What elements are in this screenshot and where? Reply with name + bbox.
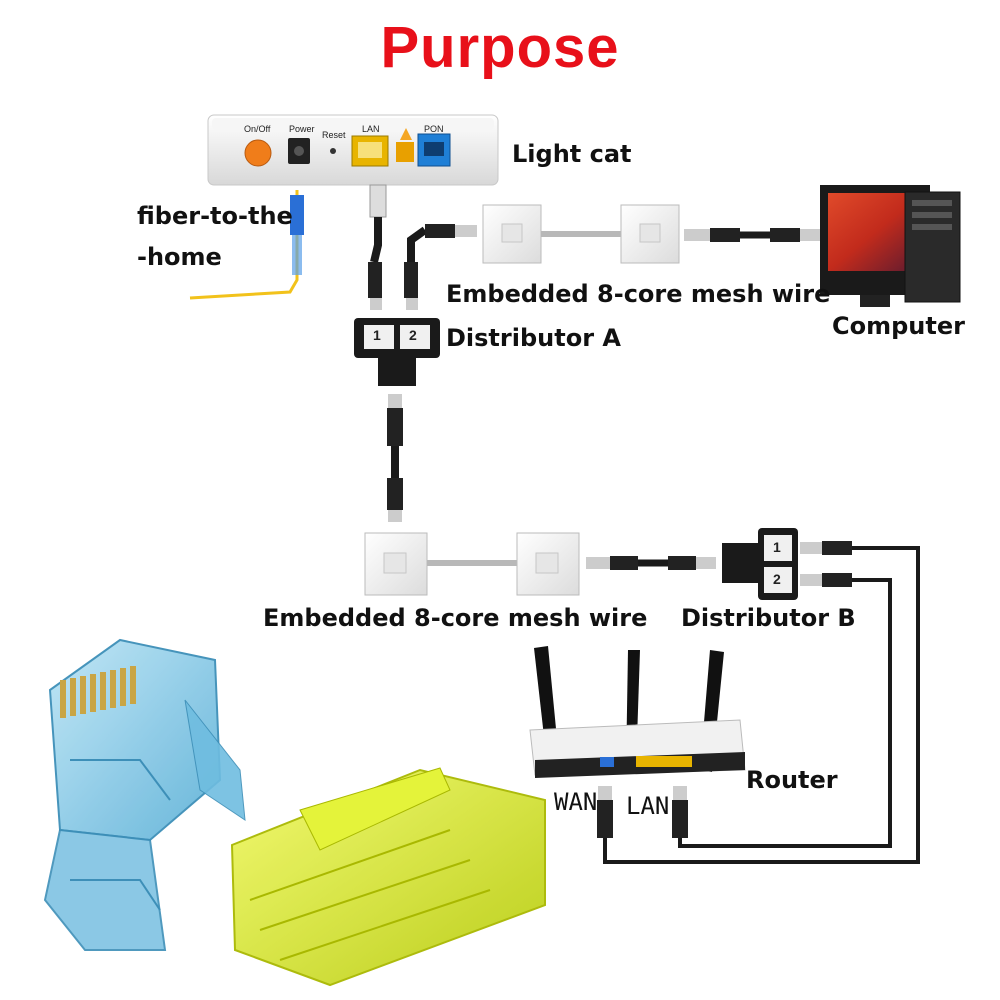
fiber-label-line1: fiber-to-the	[137, 202, 293, 230]
mesh-wire-bottom-label: Embedded 8-core mesh wire	[263, 604, 648, 632]
cable-distributor-a-to-plate	[404, 224, 477, 310]
distributor-a-port-1: 1	[373, 327, 381, 343]
router-label: Router	[746, 766, 838, 794]
pon-port-label: PON	[424, 124, 444, 134]
router-wan-label: WAN	[554, 788, 598, 816]
router	[529, 646, 746, 778]
cable-lightcat-to-distributor-a	[368, 184, 387, 310]
page-title: Purpose	[380, 15, 620, 80]
power-label: Power	[289, 124, 315, 134]
cable-plate-to-computer	[684, 228, 822, 242]
distributor-a-port-2: 2	[409, 327, 417, 343]
mesh-wire-bottom	[364, 532, 580, 596]
reset-label: Reset	[322, 130, 346, 140]
mesh-wire-top-label: Embedded 8-core mesh wire	[446, 280, 831, 308]
mesh-wire-top	[482, 204, 680, 264]
distributor-b	[722, 528, 798, 600]
light-cat-label: Light cat	[512, 140, 632, 168]
distributor-a	[354, 318, 440, 386]
rj45-connector-yellow	[230, 767, 546, 987]
lan-port-label: LAN	[362, 124, 380, 134]
distributor-a-label: Distributor A	[446, 324, 621, 352]
rj45-connector-blue	[43, 638, 246, 951]
distributor-b-port-2: 2	[773, 571, 781, 587]
on-off-label: On/Off	[244, 124, 271, 134]
distributor-b-label: Distributor B	[681, 604, 856, 632]
cable-distributor-a-down	[387, 394, 403, 522]
computer-label: Computer	[832, 312, 965, 340]
reset-hole	[330, 148, 336, 154]
router-lan-label: LAN	[626, 792, 670, 820]
light-cat-device	[207, 114, 499, 186]
cables-distributor-b-to-router	[597, 541, 920, 864]
on-off-button	[244, 139, 272, 167]
cable-plate-to-distributor-b	[586, 556, 716, 570]
distributor-b-port-1: 1	[773, 539, 781, 555]
fiber-label-line2: -home	[137, 243, 222, 271]
fiber-cable	[189, 190, 304, 300]
computer	[820, 185, 961, 307]
